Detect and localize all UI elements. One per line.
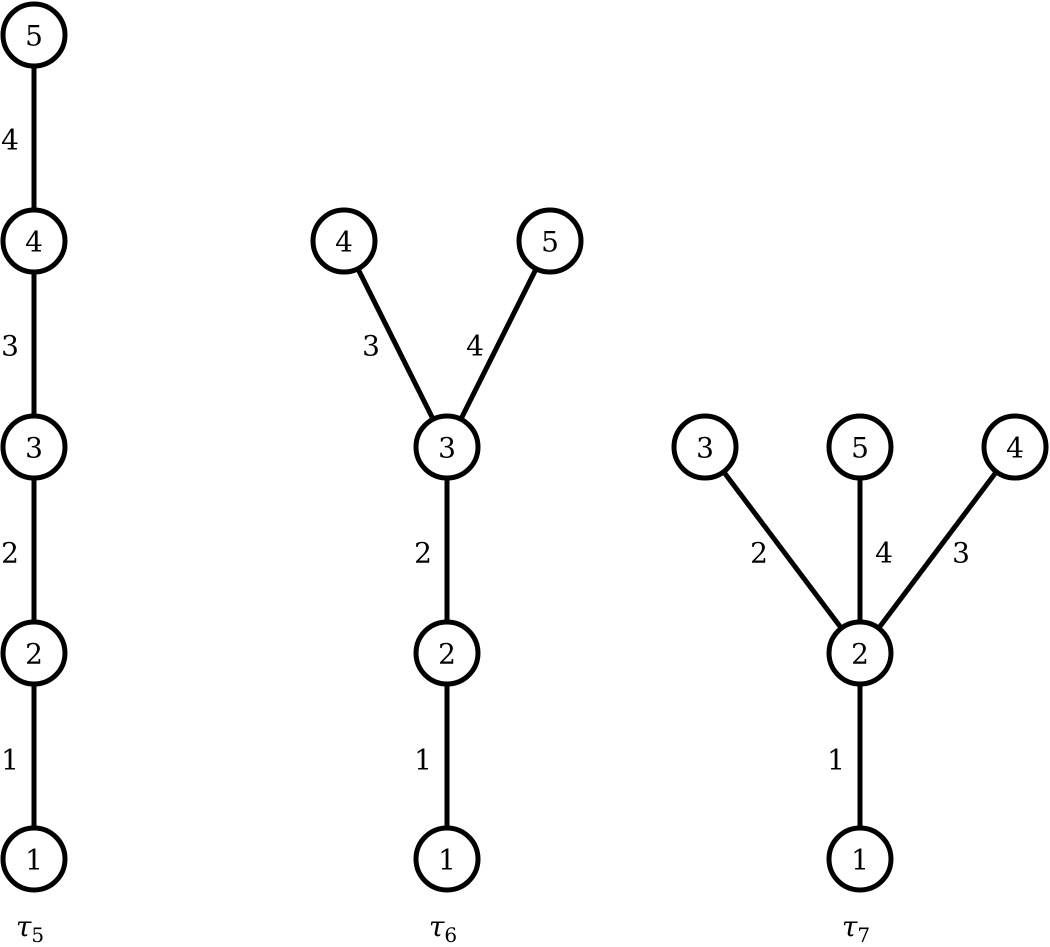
nodes-layer: 1 2 3 4 5 1 2 3 4 5 1 2 3 5 4 (0, 1, 1049, 893)
node-circle (516, 207, 584, 275)
node-label: 1 (851, 844, 869, 877)
caption-subscript: 6 (444, 923, 457, 947)
tree-node: 5 (0, 1, 68, 69)
node-circle (826, 619, 894, 687)
caption-subscript: 5 (31, 923, 44, 947)
node-label: 2 (438, 638, 456, 671)
edge-label: 4 (466, 330, 484, 363)
tree-edge (703, 445, 862, 655)
tree-node: 1 (413, 825, 481, 893)
node-circle (0, 825, 68, 893)
node-circle (0, 1, 68, 69)
tree-node: 5 (826, 413, 894, 481)
node-circle (0, 413, 68, 481)
node-circle (0, 619, 68, 687)
tree-node: 2 (413, 619, 481, 687)
tree-caption: τ6 (429, 910, 457, 947)
node-label: 4 (25, 226, 43, 259)
tree-node: 4 (310, 207, 378, 275)
node-label: 1 (25, 844, 43, 877)
tree-node: 3 (413, 413, 481, 481)
tree-caption: τ5 (16, 910, 44, 947)
node-circle (671, 413, 739, 481)
tree-edge (444, 239, 553, 449)
edge-label: 1 (827, 744, 845, 777)
tree-node: 3 (671, 413, 739, 481)
node-label: 4 (1006, 432, 1024, 465)
tree-node: 1 (826, 825, 894, 893)
caption-symbol: τ (842, 910, 858, 943)
caption-symbol: τ (16, 910, 32, 943)
edge-label: 1 (414, 744, 432, 777)
node-label: 5 (25, 20, 43, 53)
tree-node: 3 (0, 413, 68, 481)
edge-label: 3 (1, 330, 19, 363)
node-label: 4 (335, 226, 353, 259)
node-circle (826, 413, 894, 481)
tree-edge (341, 239, 450, 449)
node-label: 5 (541, 226, 559, 259)
edge-label: 4 (875, 537, 893, 570)
edge-label: 2 (1, 537, 19, 570)
node-label: 3 (25, 432, 43, 465)
node-label: 5 (851, 432, 869, 465)
tree-node: 2 (0, 619, 68, 687)
edge-label: 2 (750, 537, 768, 570)
node-circle (413, 619, 481, 687)
node-circle (0, 207, 68, 275)
tree-node: 4 (0, 207, 68, 275)
edge-label: 3 (952, 537, 970, 570)
tree-node: 1 (0, 825, 68, 893)
node-label: 2 (851, 638, 869, 671)
tree-edge (858, 445, 1017, 655)
caption-symbol: τ (429, 910, 445, 943)
edge-label: 4 (1, 124, 19, 157)
tree-node: 5 (516, 207, 584, 275)
node-circle (310, 207, 378, 275)
node-label: 3 (696, 432, 714, 465)
node-label: 1 (438, 844, 456, 877)
edge-label: 1 (1, 744, 19, 777)
node-circle (413, 825, 481, 893)
edge-label: 3 (362, 330, 380, 363)
node-label: 3 (438, 432, 456, 465)
node-circle (413, 413, 481, 481)
node-label: 2 (25, 638, 43, 671)
caption-subscript: 7 (857, 923, 870, 947)
node-circle (826, 825, 894, 893)
tree-node: 4 (981, 413, 1049, 481)
node-circle (981, 413, 1049, 481)
edges-layer (31, 35, 1017, 859)
tree-caption: τ7 (842, 910, 870, 947)
tree-node: 2 (826, 619, 894, 687)
edge-label: 2 (414, 537, 432, 570)
